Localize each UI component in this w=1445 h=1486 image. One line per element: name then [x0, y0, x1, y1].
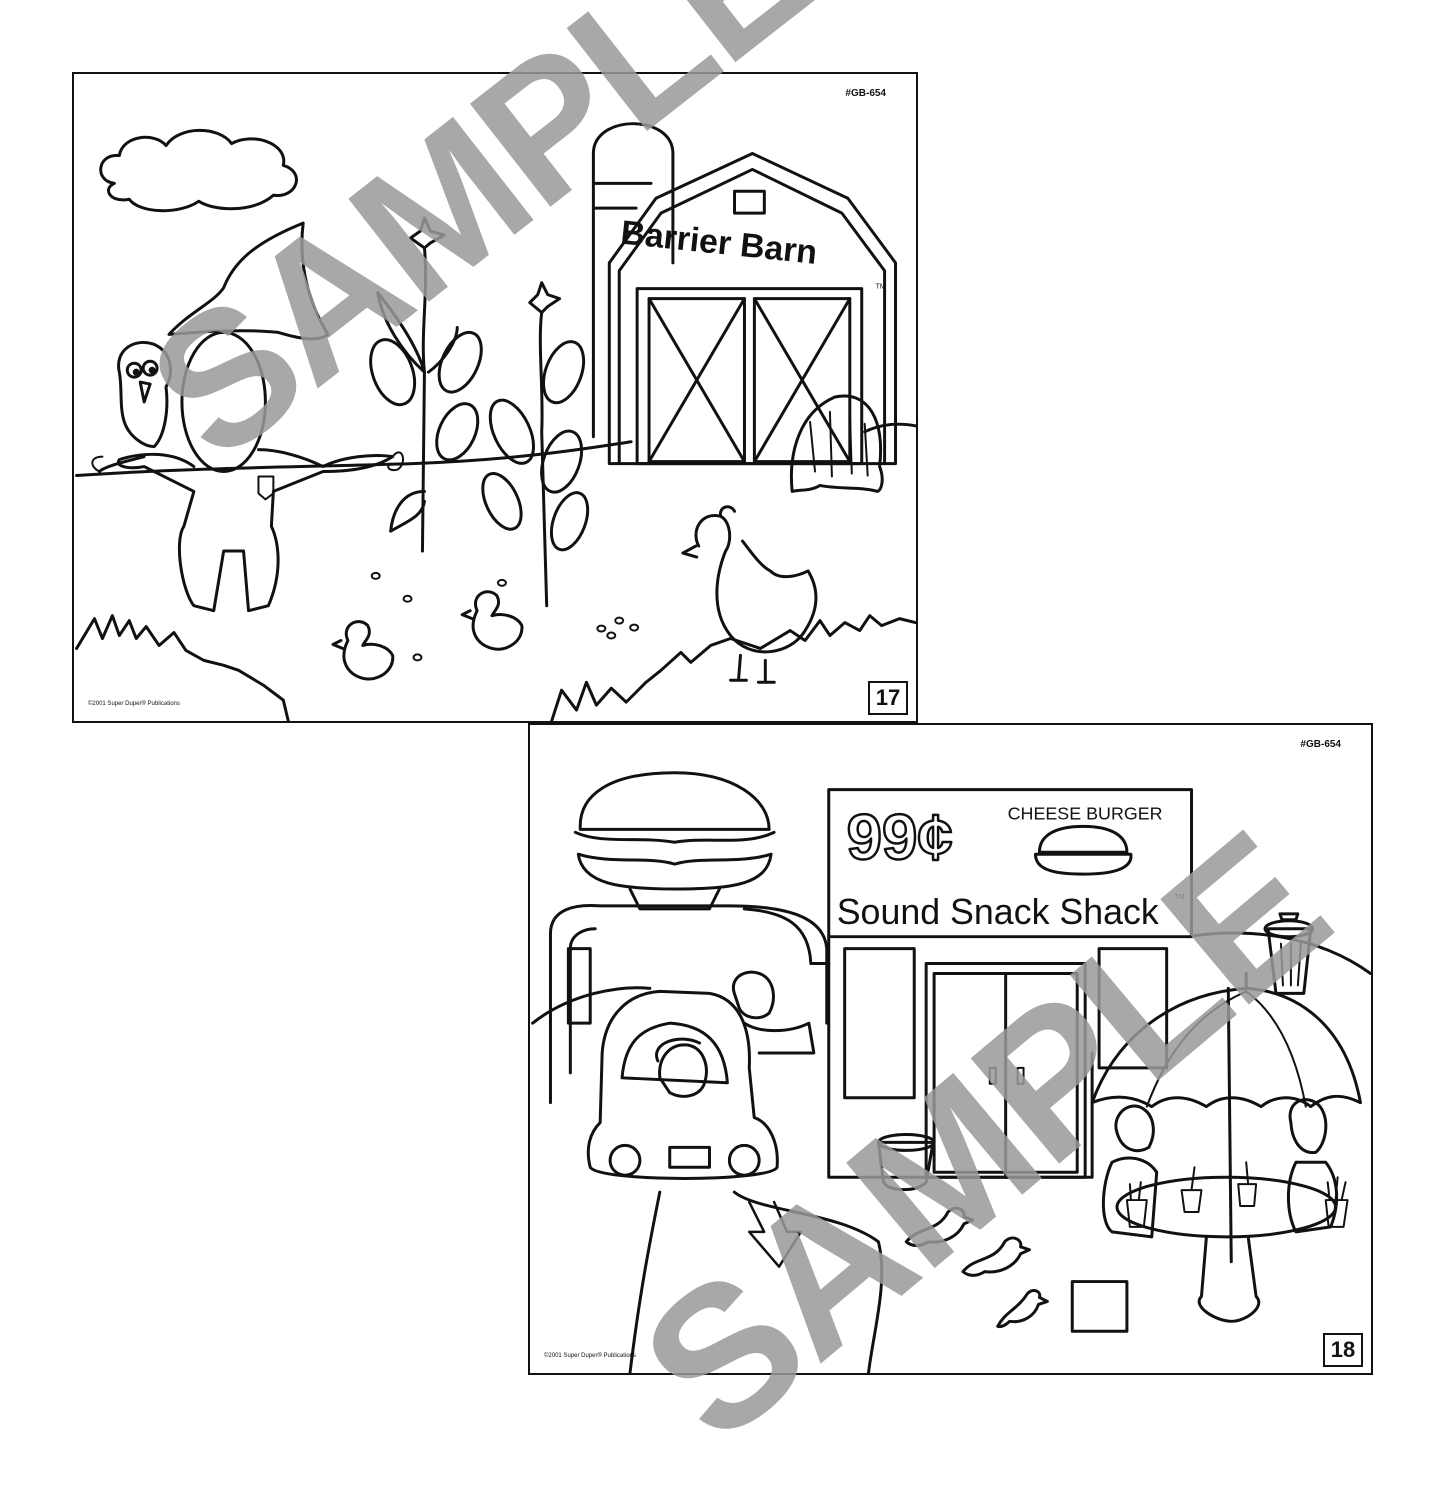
silo	[591, 122, 675, 439]
barn-sign: Barrier Barn	[619, 214, 819, 272]
small-burger	[1037, 824, 1129, 854]
grass-left	[75, 614, 290, 721]
menu-item-text: CHEESE BURGER	[1008, 803, 1163, 823]
scarecrow-patch	[257, 475, 275, 501]
barn	[607, 152, 898, 466]
product-code: #GB-654	[1300, 739, 1341, 750]
road	[628, 1190, 884, 1373]
shop-trademark: TM	[1175, 894, 1185, 901]
coloring-page-18: 99¢ CHEESE BURGER Sound Snack Shack TM	[528, 723, 1373, 1375]
farm-scene-illustration: Barrier Barn TM	[75, 122, 916, 721]
bird-2	[961, 1236, 1032, 1277]
chicken	[694, 514, 818, 654]
table	[1115, 1175, 1338, 1239]
page-number-box: 18	[1323, 1333, 1363, 1367]
boy	[1114, 1104, 1155, 1153]
burger-sign	[578, 771, 771, 831]
shop-name-text: Sound Snack Shack	[837, 892, 1159, 932]
scarecrow-head	[180, 330, 267, 474]
road-arrow	[748, 1200, 803, 1268]
seeds	[370, 571, 640, 662]
hill-right	[863, 422, 916, 434]
flower-pot	[876, 1140, 935, 1192]
umbrella	[1090, 986, 1362, 1109]
hill-line	[75, 440, 633, 478]
copyright-notice: ©2001 Super Duper® Publications	[544, 1353, 636, 1359]
shop-sign	[827, 788, 1194, 939]
chick-2	[471, 590, 524, 651]
trash-can	[1266, 927, 1313, 995]
price-text: 99¢	[847, 802, 953, 873]
barn-doors	[635, 287, 864, 466]
chick-1	[342, 620, 395, 681]
cloud	[99, 128, 298, 213]
girl	[1288, 1098, 1328, 1154]
car	[586, 989, 779, 1180]
page-number-box: 17	[868, 681, 908, 715]
cup	[1180, 1166, 1203, 1213]
corn-stalk-right	[528, 281, 562, 608]
snack-shack-scene-illustration: 99¢ CHEESE BURGER Sound Snack Shack TM	[531, 771, 1371, 1373]
product-code: #GB-654	[845, 88, 886, 99]
bench-left	[1070, 1280, 1129, 1333]
hay-stack	[789, 394, 884, 493]
hill-left	[531, 986, 652, 1025]
drive-thru-booth	[548, 904, 829, 1105]
coloring-page-17: Barrier Barn TM	[72, 72, 918, 723]
bird-1	[904, 1206, 975, 1248]
window-left	[843, 947, 916, 1100]
barn-window	[733, 189, 766, 215]
corn-cob	[369, 338, 417, 407]
bird-3	[996, 1289, 1049, 1329]
grass-right	[550, 614, 916, 721]
scarecrow-hat	[167, 221, 330, 341]
crow	[117, 341, 172, 449]
clerk	[731, 970, 775, 1020]
scarecrow-body	[97, 448, 395, 613]
window-right	[1097, 947, 1169, 1070]
driver	[658, 1043, 708, 1098]
fries	[1324, 1176, 1349, 1228]
barn-trademark: TM	[876, 284, 886, 291]
booth-window	[566, 947, 592, 1025]
copyright-notice: ©2001 Super Duper® Publications	[88, 701, 180, 707]
